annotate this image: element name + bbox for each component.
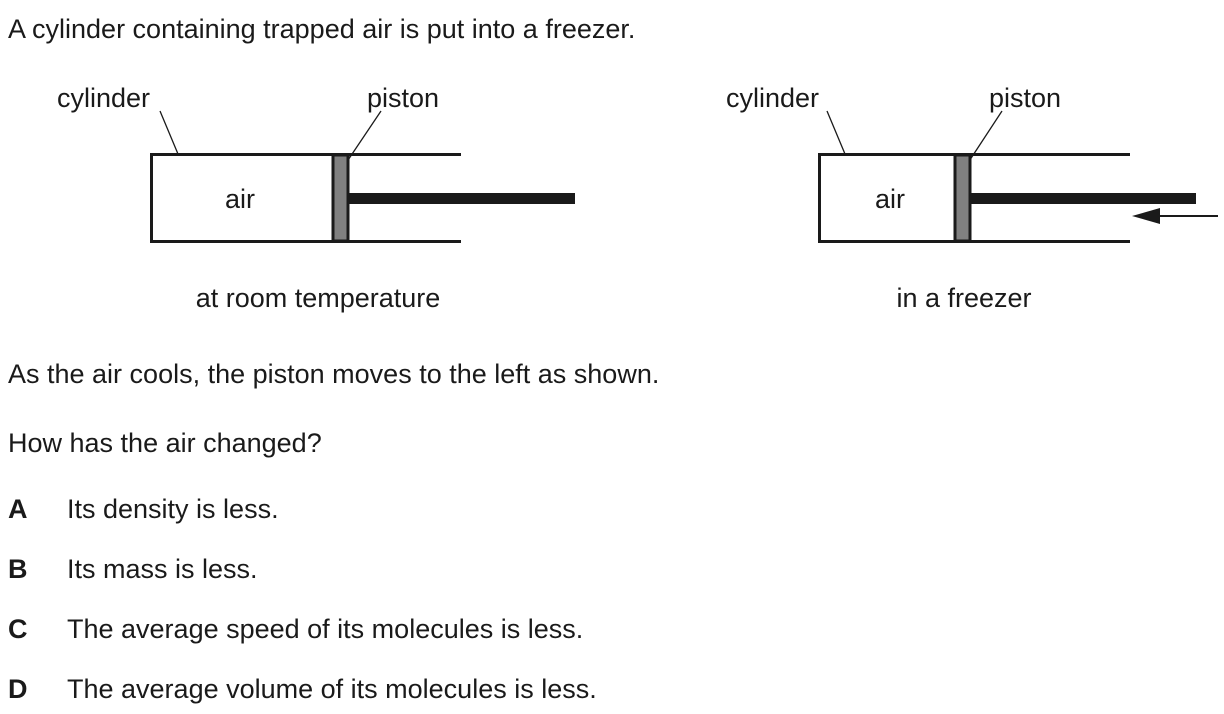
option-d-letter: D (8, 674, 28, 704)
left-cylinder-leader-line (159, 110, 179, 155)
left-piston-label: piston (367, 83, 439, 113)
option-a-text: Its density is less. (67, 494, 279, 524)
right-piston (953, 153, 972, 243)
option-a-letter: A (8, 494, 28, 524)
left-caption: at room temperature (196, 283, 441, 313)
left-piston (331, 153, 350, 243)
left-cylinder-diagram: cylinder piston air at room temperature (57, 83, 575, 313)
cylinder-diagram: cylinder piston air at room temperature … (57, 83, 1218, 313)
question-intro: A cylinder containing trapped air is put… (8, 14, 636, 44)
right-cylinder-label: cylinder (726, 83, 819, 113)
right-gas-label: air (875, 184, 905, 214)
question-observation: As the air cools, the piston moves to th… (8, 359, 660, 389)
right-piston-label: piston (989, 83, 1061, 113)
left-cylinder-label: cylinder (57, 83, 150, 113)
option-b-text: Its mass is less. (67, 554, 258, 584)
option-c-letter: C (8, 614, 28, 644)
right-cylinder-leader-line (826, 110, 846, 155)
right-cylinder-diagram: cylinder piston air in a freezer (726, 83, 1218, 313)
left-piston-rod (348, 193, 575, 204)
question-prompt: How has the air changed? (8, 428, 322, 458)
movement-arrow-head (1132, 208, 1160, 224)
option-b-letter: B (8, 554, 28, 584)
right-caption: in a freezer (896, 283, 1031, 313)
left-gas-label: air (225, 184, 255, 214)
option-d-text: The average volume of its molecules is l… (67, 674, 597, 704)
right-piston-rod (970, 193, 1196, 204)
option-c-text: The average speed of its molecules is le… (67, 614, 584, 644)
